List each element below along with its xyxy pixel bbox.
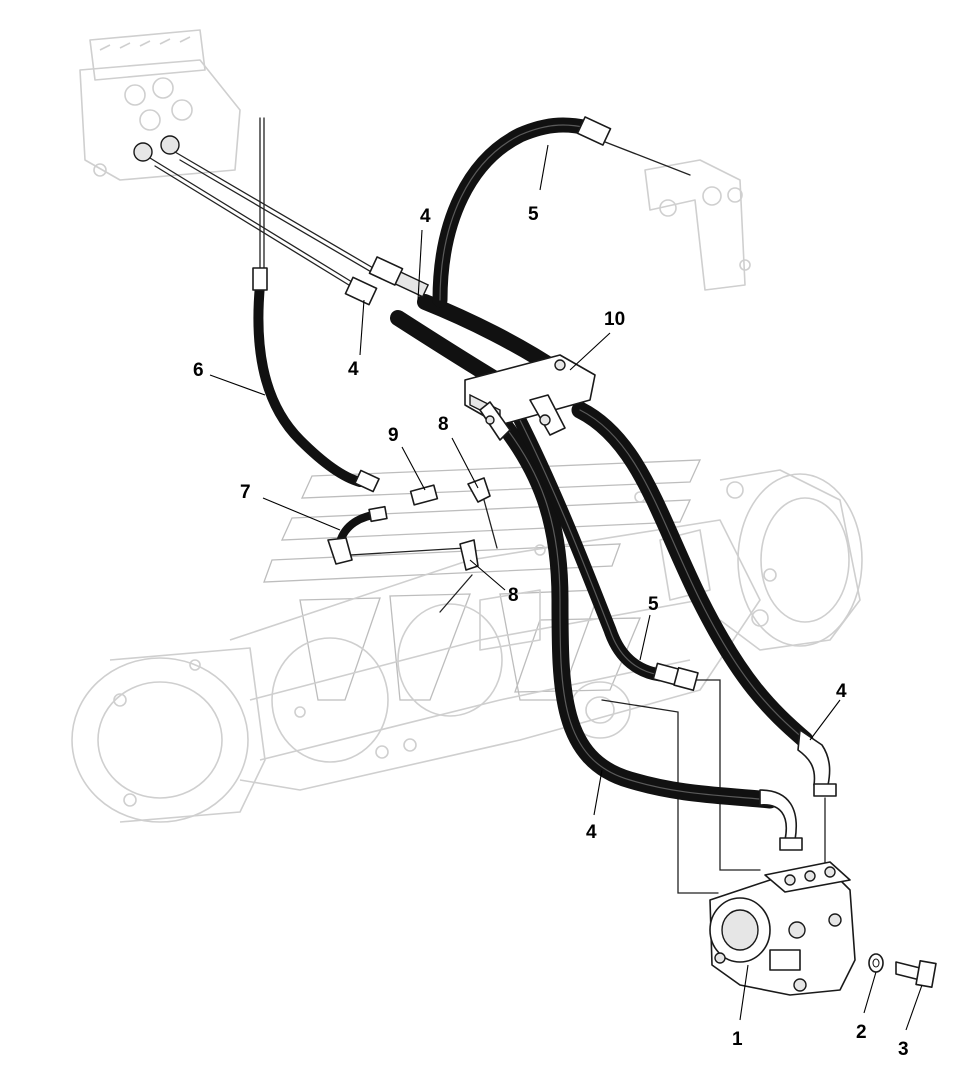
hose-clamp-bracket <box>464 354 596 441</box>
callout-2: 2 <box>856 1022 867 1043</box>
washer <box>868 953 884 973</box>
callout-4-right: 4 <box>836 681 847 702</box>
callout-4-left: 4 <box>348 359 359 380</box>
hose-5-lower <box>513 413 667 682</box>
callout-6: 6 <box>193 360 204 381</box>
callout-9: 9 <box>388 425 399 446</box>
ghost-axle-housing <box>71 469 863 823</box>
hydraulic-pump <box>709 861 856 996</box>
callout-5-middle: 5 <box>648 594 659 615</box>
callout-4-top: 4 <box>420 206 431 227</box>
callout-5-top: 5 <box>528 204 539 225</box>
callout-3: 3 <box>898 1039 909 1060</box>
hose-4-right <box>571 401 814 749</box>
callout-10: 10 <box>604 309 625 330</box>
leader-lines <box>209 144 923 1031</box>
hose-4-lower-left <box>491 411 779 809</box>
ghost-control-valve <box>79 29 241 181</box>
metal-tubes <box>149 117 826 894</box>
hose-5-upper <box>432 117 596 308</box>
ghost-right-valve <box>644 159 751 291</box>
bolt <box>895 959 937 989</box>
callout-7: 7 <box>240 482 251 503</box>
callout-8-bottom: 8 <box>508 585 519 606</box>
callout-1: 1 <box>732 1029 743 1050</box>
callout-4-bottom: 4 <box>586 822 597 843</box>
hose-fittings <box>252 116 837 851</box>
hose-6 <box>253 280 365 487</box>
callout-8-top: 8 <box>438 414 449 435</box>
